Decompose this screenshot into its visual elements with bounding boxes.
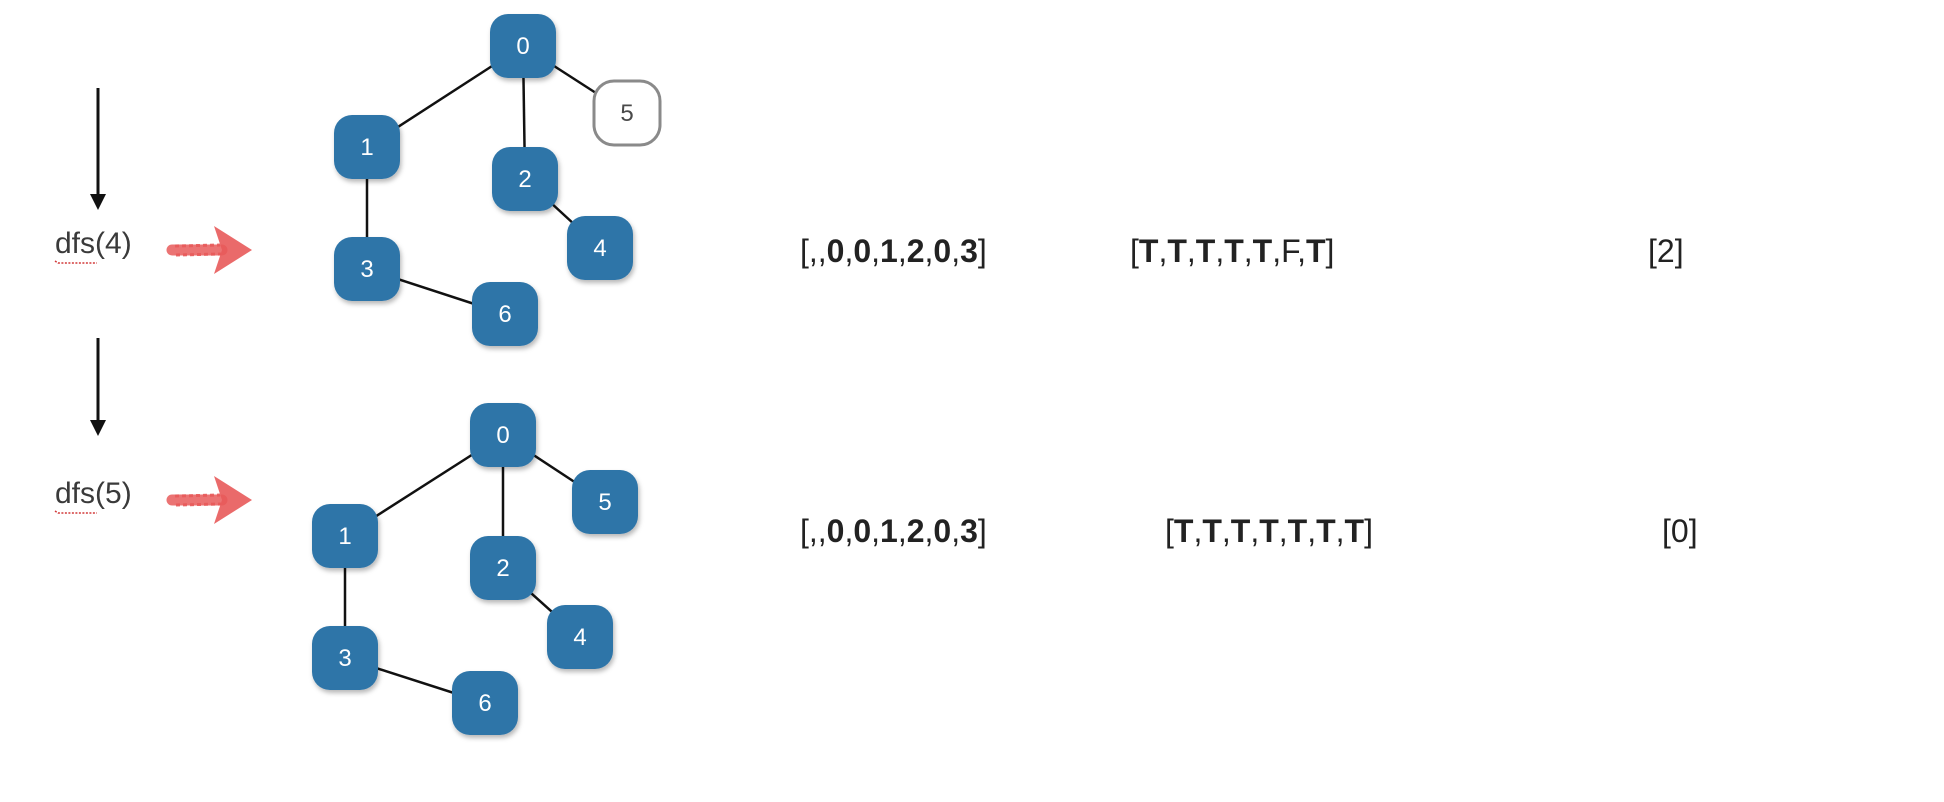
node-label: 2: [518, 166, 531, 193]
edge-to-array: [,,0,0,1,2,0,3]: [800, 233, 987, 269]
node-6: 6: [472, 282, 538, 346]
spellcheck-underline: [54, 260, 97, 264]
node-4: 4: [547, 605, 613, 669]
node-label: 4: [573, 624, 586, 651]
step-2: dfs(5) 0 1 2 3 4 5 6 [,,0,0,1,2,0,3] [T,T,T,T,T,T…: [54, 403, 1698, 735]
node-2: 2: [470, 536, 536, 600]
step-1: dfs(4) 0 1 2 3 4 5 6 [,,0,0,1,2,0,3] [T,T,T,T,T,F…: [54, 14, 1684, 346]
node-label: 6: [498, 301, 511, 328]
node-label: 5: [598, 489, 611, 516]
node-label: 3: [360, 256, 373, 283]
node-label: 4: [593, 235, 606, 262]
node-3: 3: [312, 626, 378, 690]
node-label: 2: [496, 555, 509, 582]
node-3: 3: [334, 237, 400, 301]
flow-arrow-2: [90, 338, 106, 436]
node-4: 4: [567, 216, 633, 280]
node-1: 1: [312, 504, 378, 568]
graph-nodes: 0 1 2 3 4 5 6: [334, 14, 662, 346]
node-6: 6: [452, 671, 518, 735]
step-arrow-icon: [166, 476, 252, 524]
call-label: dfs(4): [55, 227, 132, 260]
node-label: 5: [620, 100, 633, 127]
node-label: 1: [360, 134, 373, 161]
step-arrow-icon: [166, 226, 252, 274]
node-2: 2: [492, 147, 558, 211]
node-0: 0: [470, 403, 536, 467]
node-5: 5: [592, 79, 662, 147]
node-label: 3: [338, 645, 351, 672]
node-1: 1: [334, 115, 400, 179]
node-5: 5: [572, 470, 638, 534]
stack-value: [0]: [1662, 513, 1698, 549]
marked-array: [T,T,T,T,T,T,T]: [1165, 513, 1373, 549]
node-0: 0: [490, 14, 556, 78]
marked-array: [T,T,T,T,T,F,T]: [1130, 233, 1334, 269]
edge-to-array: [,,0,0,1,2,0,3]: [800, 513, 987, 549]
call-label: dfs(5): [55, 477, 132, 510]
node-label: 0: [496, 422, 509, 449]
spellcheck-underline: [54, 510, 97, 514]
node-label: 0: [516, 33, 529, 60]
node-label: 6: [478, 690, 491, 717]
graph-nodes: 0 1 2 3 4 5 6: [312, 403, 638, 735]
stack-value: [2]: [1648, 233, 1684, 269]
flow-arrow-1: [90, 88, 106, 210]
node-label: 1: [338, 523, 351, 550]
